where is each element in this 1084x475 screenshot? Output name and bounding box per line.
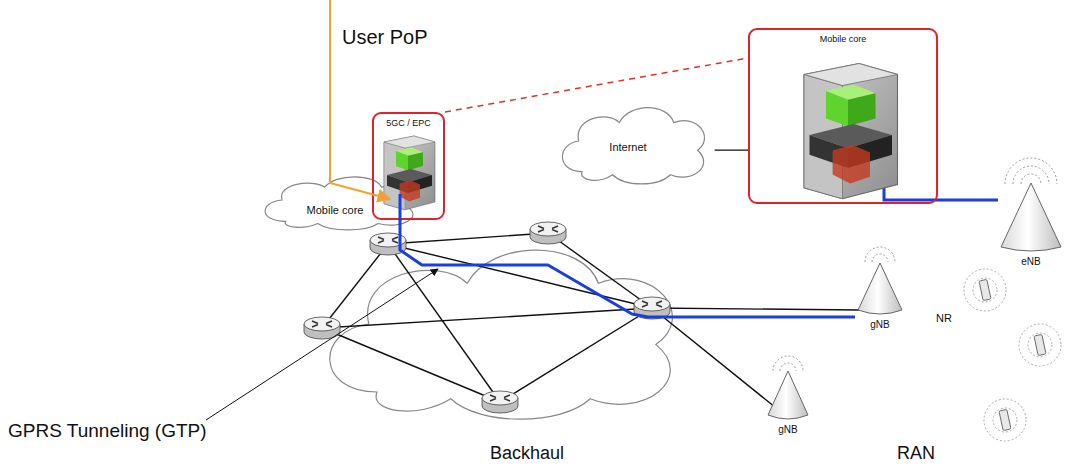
- core-box: Mobile core: [748, 28, 938, 204]
- server-icon: [372, 112, 445, 220]
- backhaul-cloud: [330, 250, 673, 419]
- base-station: eNB: [998, 182, 1064, 267]
- backhaul-links: [322, 233, 860, 416]
- node-label: gNB: [870, 319, 889, 330]
- node-label: 5GC / EPC: [386, 118, 431, 128]
- gtp-tunnel: [400, 220, 855, 317]
- gtp-tunnel: [938, 199, 998, 202]
- antenna-cone: [765, 370, 811, 424]
- user-equipment: [964, 269, 1061, 441]
- internet-cloud: Internet: [548, 95, 718, 187]
- node-label: Mobile core: [820, 34, 867, 44]
- dashed-zoom-line: [445, 58, 748, 112]
- base-station: gNB: [855, 262, 905, 330]
- region-label: RAN: [897, 443, 935, 464]
- region-label: Backhaul: [490, 443, 564, 464]
- antenna-cone: [855, 262, 905, 319]
- router-icons: [304, 222, 670, 413]
- node-label: eNB: [1021, 256, 1040, 267]
- core-box: 5GC / EPC: [372, 112, 445, 220]
- user-pop-label: User PoP: [342, 26, 428, 49]
- tunnel-callout: GPRS Tunneling (GTP): [8, 420, 207, 442]
- node-label: Internet: [609, 141, 646, 153]
- internet-link: [715, 150, 748, 151]
- tunnel-leader: [206, 269, 438, 420]
- radio-label: NR: [936, 312, 952, 324]
- antenna-cone: [998, 182, 1064, 256]
- node-label: gNB: [778, 424, 797, 435]
- server-icon: [748, 28, 938, 204]
- core-backhaul-link: [399, 194, 402, 221]
- base-station: gNB: [765, 370, 811, 435]
- node-label: Mobile core: [307, 204, 364, 216]
